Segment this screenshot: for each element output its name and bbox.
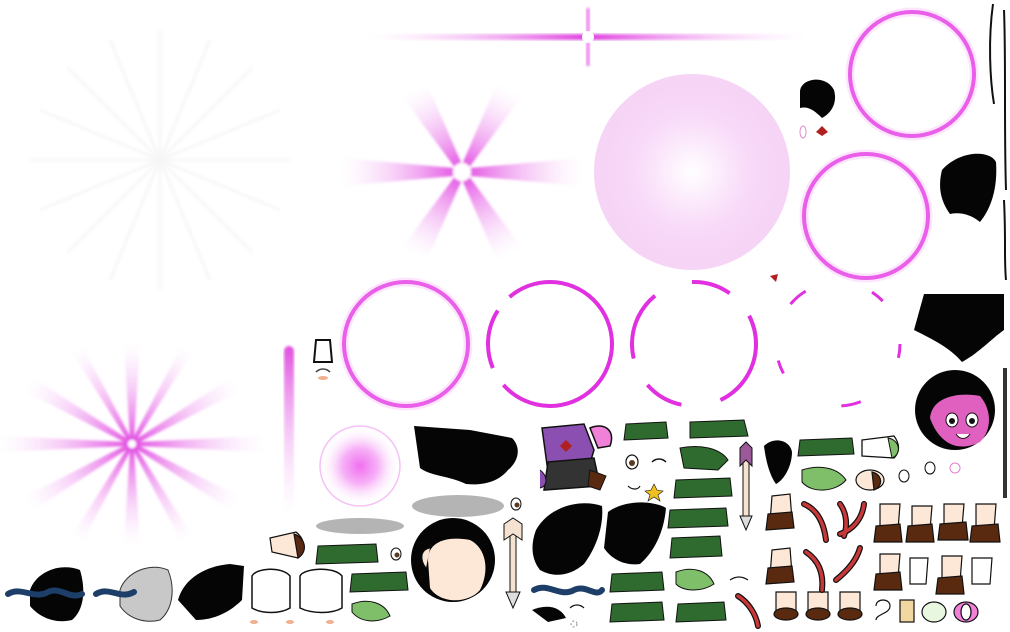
cheek-piece: [318, 376, 328, 380]
collar-pieces: [351, 466, 847, 622]
hair-strand-piece: [1003, 9, 1007, 191]
hair-clip-piece: [312, 339, 334, 363]
shadow-piece: [412, 495, 504, 517]
arm-and-leg-pieces: [269, 469, 1001, 621]
hair-piece: [940, 153, 997, 222]
mouth-piece: [816, 126, 828, 136]
eye-highlight-piece: [799, 125, 807, 139]
hair-strand-piece: [1003, 199, 1007, 281]
accessory-pieces: [875, 599, 979, 623]
hair-piece: [532, 606, 566, 622]
magic-ring-effect: [342, 280, 470, 408]
hair-piece: [414, 426, 518, 485]
magic-ring-effect: [799, 149, 933, 283]
facial-feature-pieces: [390, 454, 961, 628]
hair-strand-piece: [989, 3, 995, 105]
soft-glow-orb-effect: [594, 74, 790, 270]
hair-piece: [764, 440, 792, 484]
scarf-piece: [531, 584, 605, 596]
arrow-piece: [739, 441, 753, 532]
magic-ring-effect: [339, 277, 473, 411]
shadow-piece: [316, 518, 404, 534]
character-head: [915, 370, 995, 450]
pleated-skirt-pieces: [315, 419, 855, 623]
hair-piece: [800, 79, 836, 118]
blank-face-pieces: [251, 568, 343, 614]
ribbon-pieces-fill: [736, 502, 866, 628]
pink-glow-orb-effect: [320, 426, 400, 506]
magic-ring-effect: [802, 152, 930, 280]
faint-light-burst-effect: [30, 30, 290, 290]
hair-piece: [914, 294, 1004, 362]
arrow-piece: [503, 517, 523, 610]
vertical-light-beam-effect: [284, 346, 294, 516]
uniform-body-piece: [539, 423, 613, 491]
pink-star-burst-effect: [342, 82, 582, 262]
sleeve-piece: [861, 435, 900, 459]
pink-glow-orb-effect: [319, 425, 401, 507]
hair-piece: [532, 503, 603, 575]
magic-ring-effect: [630, 280, 758, 408]
silver-hair-piece-with-scarf: [93, 566, 173, 622]
hair-piece: [178, 564, 244, 620]
hair-piece-with-scarf: [5, 567, 85, 622]
magic-ring-effect: [845, 7, 979, 141]
lens-flare-effect: [370, 8, 805, 66]
magic-ring-effect: [774, 280, 902, 408]
magic-ring-effect: [486, 280, 614, 408]
magic-ring-effect: [848, 10, 976, 138]
eyebrow-piece: [315, 368, 331, 373]
blush-pieces: [250, 620, 334, 624]
frame-edge: [1003, 368, 1007, 498]
hair-piece: [604, 502, 666, 565]
pink-light-burst-effect: [2, 344, 262, 544]
character-head: [411, 518, 495, 602]
mouth-piece: [770, 274, 778, 282]
